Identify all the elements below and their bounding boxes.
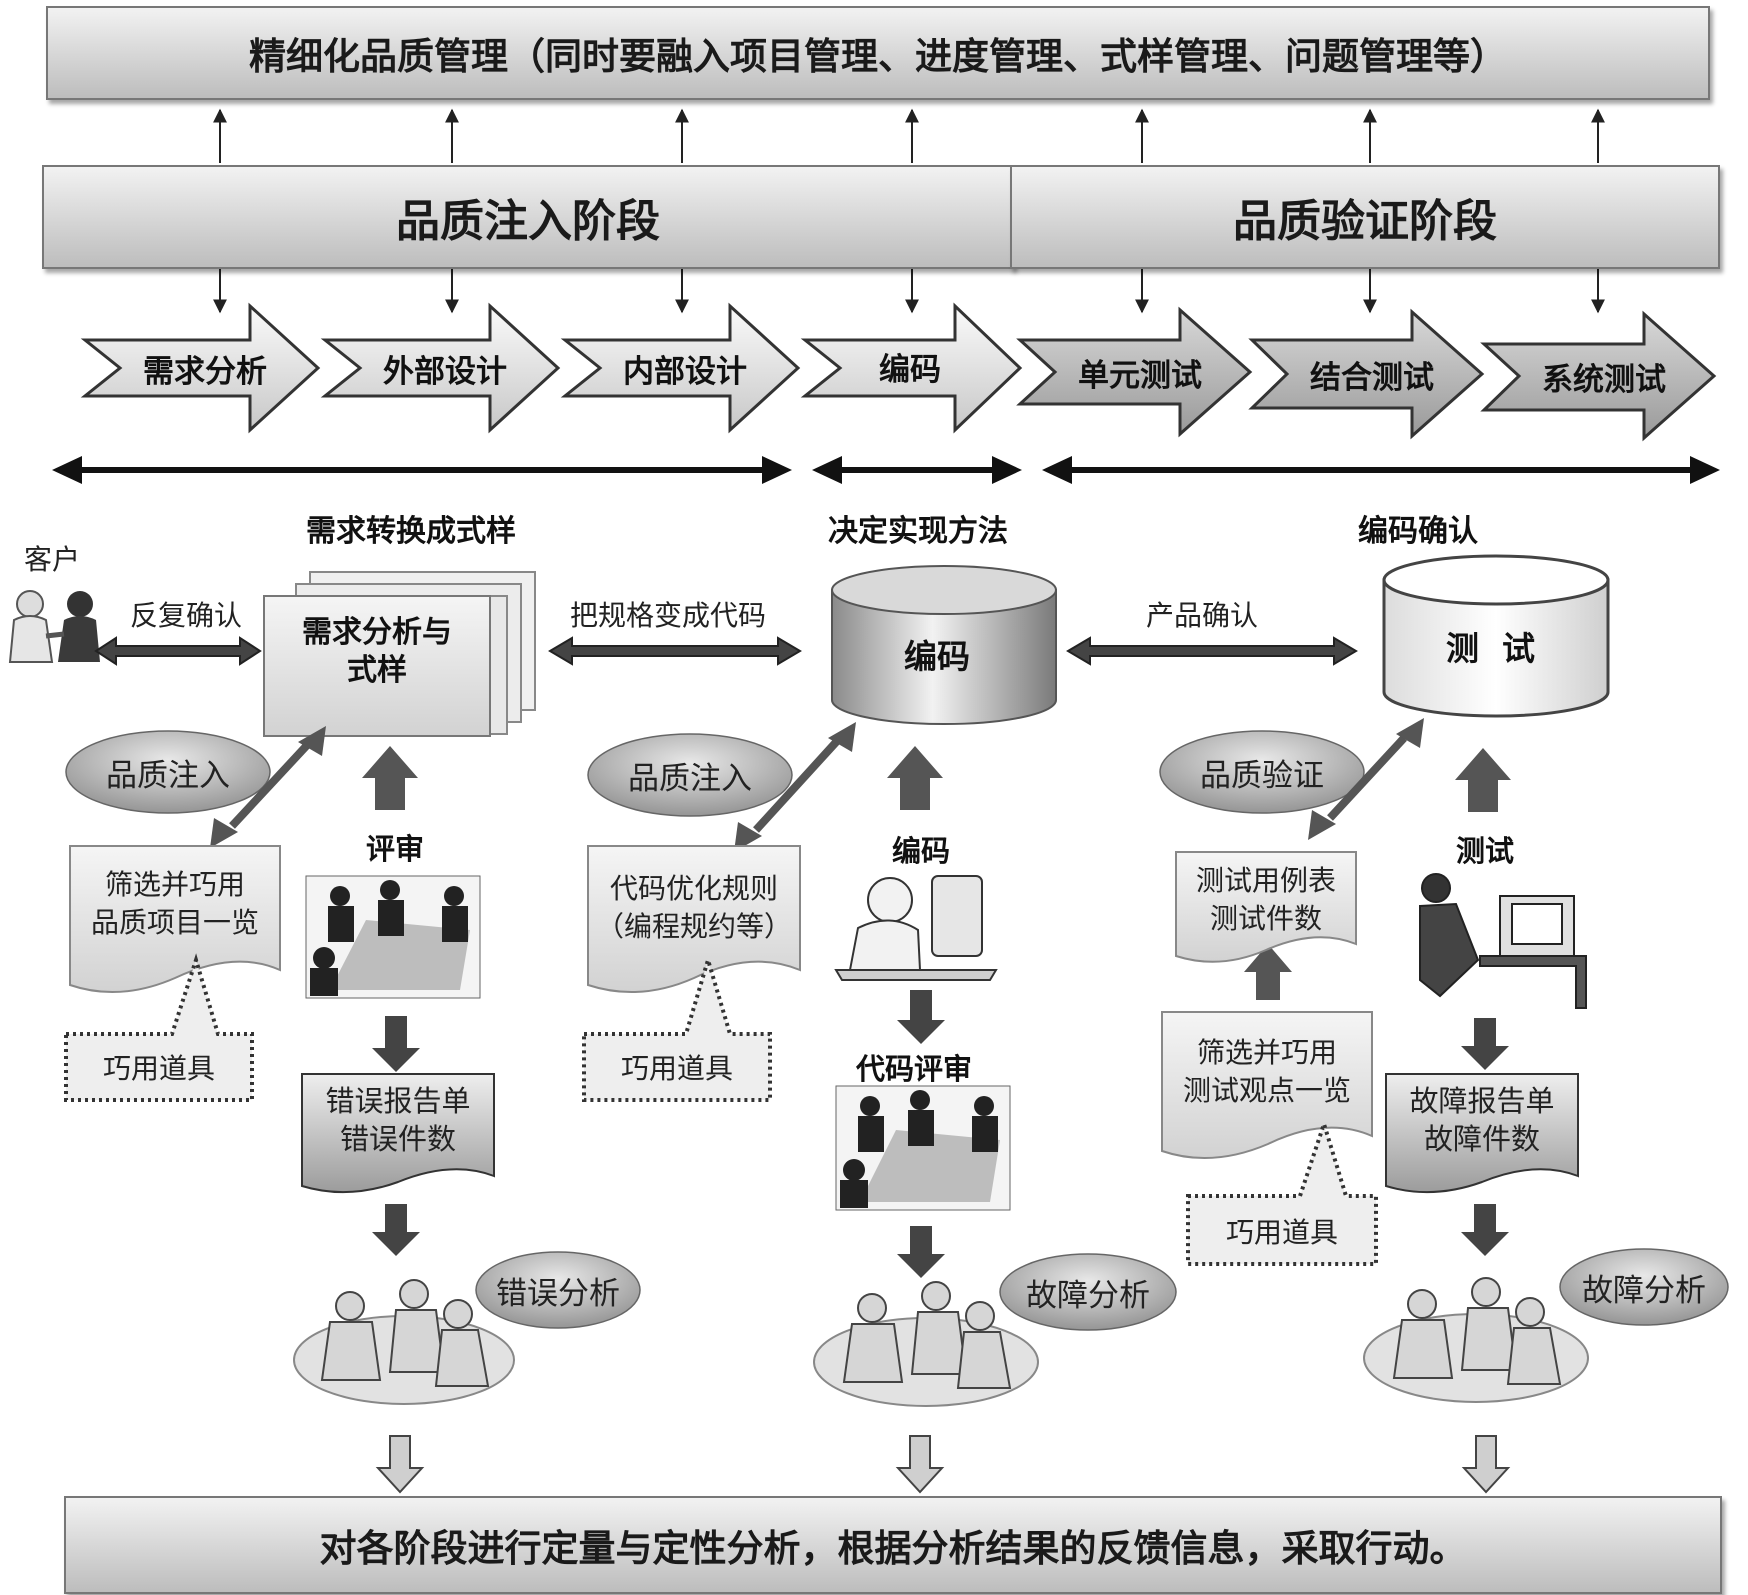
- top-banner: 精细化品质管理（同时要融入项目管理、进度管理、式样管理、问题管理等）: [46, 6, 1710, 100]
- phase-verify-label: 品质验证阶段: [1233, 196, 1497, 247]
- customer-label: 客户: [24, 543, 81, 576]
- outline-down-arrows: [375, 1435, 1511, 1494]
- diagonal-arrows: [210, 718, 1424, 852]
- cylinder-testing-label: 测 试: [1446, 629, 1535, 668]
- wavy-documents: [69, 845, 1579, 1194]
- phase-inject-label: 品质注入阶段: [396, 196, 660, 247]
- bottom-banner-text: 对各阶段进行定量与定性分析，根据分析结果的反馈信息，采取行动。: [319, 1527, 1467, 1570]
- review-label: 评审: [366, 832, 425, 866]
- oval-quality-verify: 品质验证: [1200, 757, 1324, 794]
- stage-label-1: 需求分析: [143, 353, 267, 390]
- doc-quality-list: [69, 845, 281, 993]
- chevron-stage-5: [1016, 306, 1253, 438]
- customer-handshake-icon: [8, 590, 100, 663]
- top-banner-text: 精细化品质管理（同时要融入项目管理、进度管理、式样管理、问题管理等）: [249, 35, 1507, 78]
- meeting-scene-icon: [305, 875, 481, 999]
- doc-code-rules: [587, 845, 801, 993]
- coding-label: 编码: [892, 834, 951, 868]
- test-cases-doc-text: 测试用例表 测试件数: [1195, 864, 1336, 935]
- chevron-stage-2: [320, 302, 561, 434]
- quality-ovals: [65, 730, 1729, 1331]
- chevron-stage-4: [800, 302, 1023, 434]
- stage-label-7: 系统测试: [1542, 361, 1666, 398]
- code-review-label: 代码评审: [856, 1052, 973, 1086]
- down-arrows: [372, 990, 1509, 1278]
- stage-label-3: 内部设计: [623, 353, 747, 390]
- spec-document-stack: [263, 571, 536, 737]
- tool-callout-1-text: 巧用道具: [102, 1052, 215, 1085]
- cylinder-coding-label: 编码: [904, 637, 970, 676]
- test-viewpoints-doc-text: 筛选并巧用 测试观点一览: [1182, 1036, 1351, 1107]
- stage-label-2: 外部设计: [383, 353, 507, 390]
- section-req-heading: 需求转换成式样: [306, 514, 516, 549]
- link-spec-to-code-label: 把规格变成代码: [570, 599, 767, 632]
- analysis-group-icon: [293, 1279, 515, 1405]
- fault-analysis-label-1: 故障分析: [1026, 1277, 1150, 1314]
- fault-analysis-label-2: 故障分析: [1582, 1272, 1706, 1309]
- stage-label-5: 单元测试: [1078, 357, 1202, 394]
- doc-fault-report: [1385, 1073, 1579, 1194]
- error-report-doc-text: 错误报告单 错误件数: [325, 1084, 471, 1156]
- error-analysis-label: 错误分析: [496, 1275, 620, 1312]
- link-arrows: [94, 636, 1358, 666]
- chevron-stage-6: [1248, 308, 1485, 440]
- connector-arrows: [213, 108, 1605, 314]
- code-rules-doc-text: 代码优化规则 （编程规约等）: [595, 872, 792, 943]
- phase-inject-banner: 品质注入阶段: [42, 165, 1014, 269]
- scope-arrows: [52, 456, 1720, 484]
- tester-icon: [1419, 873, 1587, 1009]
- stage-label-4: 编码: [879, 351, 941, 388]
- link-product-confirm-label: 产品确认: [1146, 599, 1259, 632]
- stage-chevrons: [80, 302, 1717, 442]
- section-impl-heading: 决定实现方法: [828, 514, 1008, 549]
- code-review-meeting-icon: [835, 1085, 1011, 1211]
- analysis-group-icon-2: [813, 1281, 1039, 1407]
- chevron-stage-7: [1480, 310, 1717, 442]
- stage-label-6: 结合测试: [1310, 359, 1434, 396]
- link-feedback-label: 反复确认: [130, 599, 243, 632]
- section-confirm-heading: 编码确认: [1358, 514, 1478, 549]
- up-arrows: [362, 746, 1511, 1000]
- doc-error-report: [301, 1073, 495, 1194]
- doc-test-cases: [1175, 851, 1357, 963]
- oval-quality-inject-2: 品质注入: [628, 760, 752, 797]
- analysis-group-icon-3: [1363, 1277, 1589, 1403]
- chevron-stage-3: [560, 302, 801, 434]
- bottom-banner: 对各阶段进行定量与定性分析，根据分析结果的反馈信息，采取行动。: [64, 1496, 1722, 1594]
- doc-test-viewpoints: [1161, 1011, 1373, 1159]
- tool-callout-2-text: 巧用道具: [620, 1052, 733, 1085]
- spec-doc-text: 需求分析与 式样: [302, 615, 452, 688]
- phase-verify-banner: 品质验证阶段: [1010, 165, 1720, 269]
- tool-callout-3-text: 巧用道具: [1225, 1216, 1338, 1249]
- programmer-icon: [834, 875, 998, 981]
- cylinder-testing: [1382, 554, 1610, 718]
- fault-report-doc-text: 故障报告单 故障件数: [1409, 1084, 1555, 1156]
- testing-label: 测试: [1456, 834, 1515, 868]
- oval-quality-inject-1: 品质注入: [106, 757, 230, 794]
- tool-callouts: [64, 952, 1378, 1266]
- quality-list-doc-text: 筛选并巧用 品质项目一览: [90, 868, 259, 939]
- cylinder-coding: [831, 565, 1057, 725]
- chevron-stage-1: [80, 302, 321, 434]
